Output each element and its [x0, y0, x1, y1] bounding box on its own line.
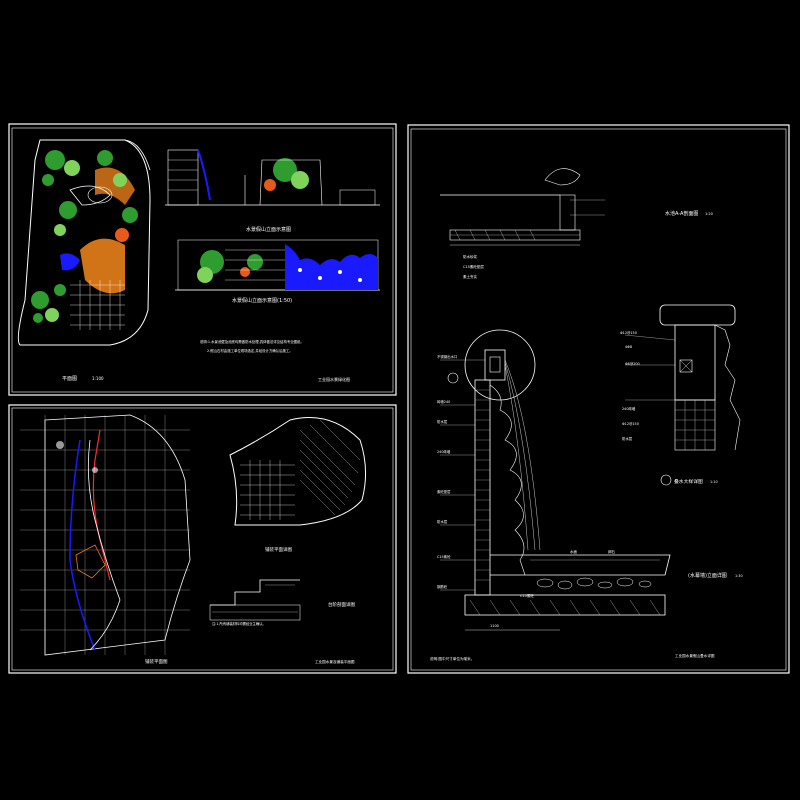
plan-scale: 1:100: [92, 376, 104, 381]
top-left-sheet-title: 工业园水景绿化图: [318, 376, 350, 382]
paving-plan-title: 铺装平面图: [145, 658, 168, 665]
water-curtain-elevation: [440, 329, 671, 631]
section-b-title: 水景假山立面示意图(1:50): [232, 297, 292, 304]
note-1: 说明:1.水景池壁及池底均需做防水处理,具体做法详见结构专业图纸。: [200, 339, 304, 344]
left-callout-7: C15素砼: [437, 554, 451, 559]
note-2: 2.假山石材由施工单位现场选定,并经设计方确认后施工。: [207, 348, 293, 353]
panel-frame-bottom-left: [8, 404, 397, 674]
waterscape-section-b: [175, 239, 380, 291]
step-section: [209, 579, 301, 621]
left-callout-6: 防水层: [437, 519, 448, 524]
pool-water-label: 水面: [570, 549, 578, 554]
landscape-plan: [17, 139, 151, 346]
pool-stone-label: 卵石: [608, 549, 616, 554]
step-section-title: 台阶剖面详图: [328, 601, 355, 608]
elevation-scale: 1:30: [735, 574, 743, 578]
pool-section-label-1: 防水砂浆: [463, 254, 477, 259]
left-callout-8: 钢筋砼: [437, 584, 448, 589]
right-callout-2: 4Φ8: [625, 345, 632, 349]
panel-divider-top-left: [11, 127, 394, 393]
right-callout-3: Φ8@200: [625, 362, 640, 366]
pool-section-aa: [440, 168, 605, 246]
drop-detail-title: 叠水大样详图: [674, 478, 703, 485]
right-callout-5: Φ12@150: [622, 422, 639, 426]
drop-detail-scale: 1:10: [710, 480, 718, 484]
waterscape-section-a: [165, 149, 380, 206]
right-bottom-note: 说明:图中尺寸单位为毫米。: [430, 656, 474, 661]
right-callout-4: 240砖墙: [622, 406, 636, 411]
pool-section-label-2: C15素砼垫层: [463, 264, 484, 269]
panel-frame-right: [407, 124, 790, 674]
left-callout-4: 240砖墙: [437, 449, 451, 454]
paving-plan: [20, 414, 191, 656]
paving-detail: [229, 417, 366, 526]
paving-detail-title: 铺装平面详图: [265, 546, 292, 553]
left-callout-5: 素砼垫层: [437, 489, 451, 494]
pool-section-label-3: 素土夯实: [463, 274, 477, 279]
panel-frame-top-left: [8, 123, 397, 396]
dim-bottom: 1100: [490, 624, 499, 628]
right-sheet-title: 工业园水景假山叠水详图: [675, 653, 715, 658]
right-callout-6: 防水层: [622, 436, 633, 441]
right-callout-1: Φ12@150: [620, 331, 637, 335]
left-callout-2: 砖墙240: [437, 399, 450, 404]
pool-base-label: C15素砼: [520, 593, 534, 598]
section-a-title: 水景假山立面示意图: [246, 226, 291, 233]
bottom-left-sheet-title: 工业园水景及铺装平面图: [315, 659, 355, 664]
bottom-left-note: 注:1.所有铺装材料均需经业主确认。: [212, 621, 266, 626]
elevation-title: (水幕墙)立面详图: [688, 572, 727, 579]
left-callout-3: 防水层: [437, 419, 448, 424]
drop-water-detail: [624, 304, 741, 486]
plan-title: 平面图: [62, 376, 77, 382]
left-callout-1: 不锈钢出水口: [437, 354, 457, 359]
pool-section-scale: 1:20: [705, 212, 713, 216]
pool-section-title: 水池A-A剖面图: [665, 210, 698, 217]
panel-divider-right: [410, 128, 787, 671]
panel-divider-bottom-left: [11, 407, 394, 671]
